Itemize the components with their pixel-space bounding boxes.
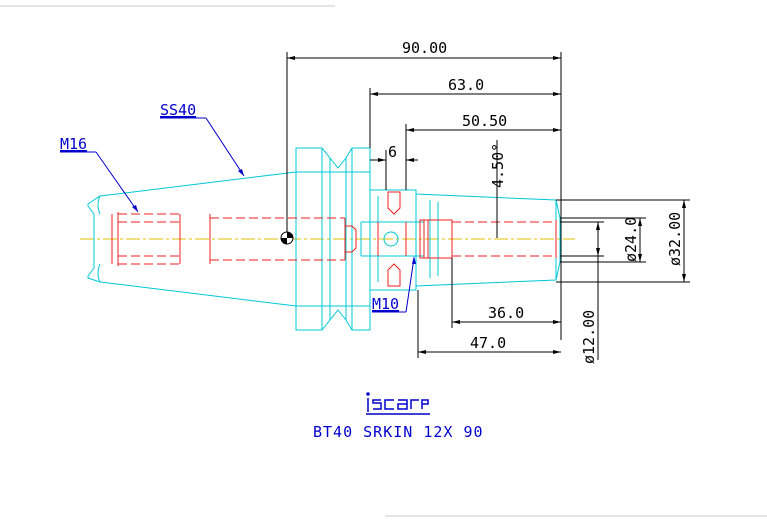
dim-diameter-32: ø32.00 (666, 212, 684, 266)
label-leaders (60, 117, 416, 313)
cross-hole (383, 231, 399, 247)
dim-total-length: 90.00 (402, 39, 447, 57)
screw-bottom (387, 263, 401, 287)
dim-length-47: 47.0 (470, 334, 506, 352)
label-taper: SS40 (160, 101, 196, 119)
dim-length-36: 36.0 (488, 304, 524, 322)
screw-top (387, 191, 401, 215)
datum-marker (280, 231, 294, 245)
sheet-border (0, 5, 767, 517)
dim-length-50: 50.50 (462, 112, 507, 130)
taper-shank (87, 171, 297, 307)
dim-diameter-12: ø12.00 (580, 310, 598, 364)
internal-hidden-lines (111, 191, 557, 287)
label-thread-screw: M10 (372, 295, 399, 313)
product-code: BT40 SRKIN 12X 90 (313, 423, 484, 441)
dim-diameter-24: ø24.0 (622, 217, 640, 262)
flange (295, 147, 371, 331)
dim-gap: 6 (388, 143, 397, 161)
dimension-lines (286, 52, 690, 360)
holder-body-outline (87, 147, 561, 331)
dim-angle: 4.50° (489, 143, 507, 188)
dim-length-63: 63.0 (448, 76, 484, 94)
label-thread-rear: M16 (60, 135, 87, 153)
iscar-logo (366, 392, 430, 415)
